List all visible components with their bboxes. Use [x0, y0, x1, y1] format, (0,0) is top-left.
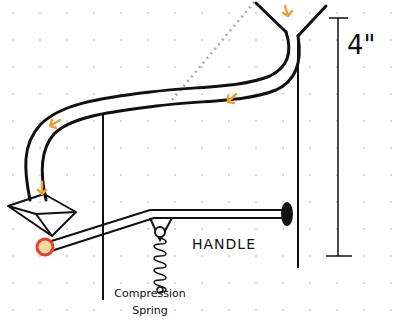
guide-line — [172, 0, 256, 100]
flow-arrow — [38, 182, 46, 194]
dimension-label: 4" — [347, 30, 376, 60]
flow-arrow — [283, 6, 292, 16]
support-post — [102, 114, 104, 300]
part-label: Compression Spring — [112, 286, 188, 319]
part-label: HANDLE — [192, 236, 256, 252]
frame-wall — [297, 36, 299, 268]
funnel-wall — [256, 3, 286, 32]
flow-arrows — [38, 6, 292, 194]
pivot-pin — [155, 227, 165, 237]
dimension-tick — [326, 255, 352, 257]
flow-arrow — [50, 120, 60, 128]
lever-arm — [48, 218, 282, 252]
dimension-line — [337, 18, 339, 256]
pivot-bracket — [150, 218, 172, 240]
chute-tube — [26, 32, 289, 200]
handle-knob — [281, 202, 293, 226]
compression-spring — [154, 238, 166, 292]
scoop-basket — [8, 194, 76, 236]
funnel-wall — [298, 6, 326, 36]
flow-arrow — [228, 94, 236, 103]
dimension-tick — [329, 17, 348, 19]
chute-tube — [42, 36, 299, 200]
scoop-hinge — [37, 239, 53, 255]
